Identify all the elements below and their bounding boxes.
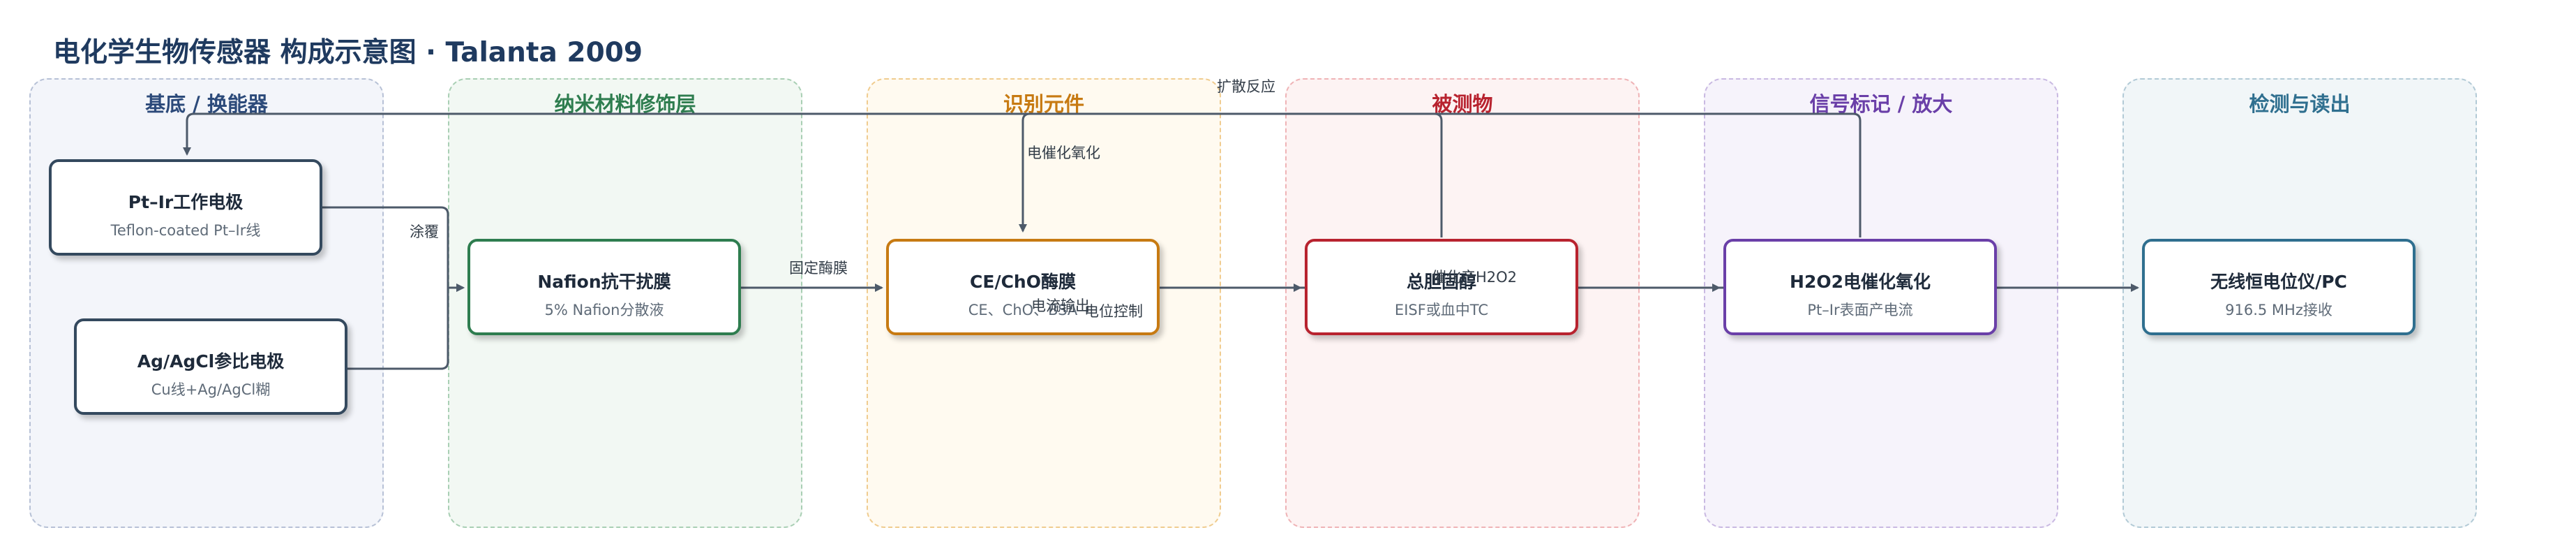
node-title: Ag/AgCl参比电极 — [137, 351, 285, 372]
edge-label-fix-membrane: 固定酶膜 — [789, 260, 848, 277]
node-subtitle: Pt–Ir表面产电流 — [1807, 302, 1913, 318]
node-agcl-reference-electrode[interactable]: Ag/AgCl参比电极 Cu线+Ag/AgCl糊 — [74, 318, 347, 415]
edge-label-diffusion: 扩散反应 — [1217, 78, 1275, 95]
lane-title-nanomaterial: 纳米材料修饰层 — [554, 92, 696, 116]
node-title: 总胆固醇 — [1406, 272, 1476, 292]
edge-label-catalyze-h2o2: 催化产H2O2 — [1432, 269, 1518, 286]
lane-title-readout: 检测与读出 — [2249, 92, 2351, 116]
node-nafion-membrane[interactable]: Nafion抗干扰膜 5% Nafion分散液 — [467, 239, 741, 335]
diagram-title: 电化学生物传感器 构成示意图 · Talanta 2009 — [53, 37, 643, 68]
lane-title-substrate: 基底 / 换能器 — [145, 92, 268, 116]
lane-title-recognition: 识别元件 — [1003, 92, 1084, 116]
edge-h2o2-to-ptir-oxidation — [183, 112, 1862, 237]
node-subtitle: 5% Nafion分散液 — [544, 302, 664, 318]
node-subtitle: Cu线+Ag/AgCl糊 — [151, 381, 271, 398]
node-subtitle: EISF或血中TC — [1394, 302, 1489, 318]
node-pt-ir-working-electrode[interactable]: Pt–Ir工作电极 Teflon-coated Pt–Ir线 — [49, 159, 322, 256]
node-title: CE/ChO酶膜 — [970, 272, 1076, 292]
node-ce-cho-enzyme-membrane[interactable]: CE/ChO酶膜 CE、ChO、BSA — [886, 239, 1160, 335]
edge-label-coat: 涂覆 — [410, 223, 439, 240]
lane-title-signal: 信号标记 / 放大 — [1809, 92, 1953, 116]
node-title: 无线恒电位仪/PC — [2210, 272, 2347, 292]
edge-agcl-to-nafion — [347, 284, 465, 370]
edge-label-potential-control: 电位控制 — [1084, 303, 1143, 320]
node-h2o2-electrocatalytic-oxidation[interactable]: H2O2电催化氧化 Pt–Ir表面产电流 — [1723, 239, 1997, 335]
edge-label-current-out: 电流输出 — [1031, 297, 1090, 314]
node-subtitle: Teflon-coated Pt–Ir线 — [110, 222, 261, 239]
lane-substrate — [29, 78, 384, 528]
lane-title-analyte: 被测物 — [1432, 92, 1493, 116]
node-title: Pt–Ir工作电极 — [128, 192, 244, 212]
node-total-cholesterol[interactable]: 总胆固醇 EISF或血中TC — [1305, 239, 1578, 335]
node-title: H2O2电催化氧化 — [1790, 272, 1931, 292]
node-wireless-potentiostat-pc[interactable]: 无线恒电位仪/PC 916.5 MHz接收 — [2142, 239, 2416, 335]
node-subtitle: CE、ChO、BSA — [968, 302, 1078, 318]
edge-cholesterol-to-ceco-diffusion — [1019, 112, 1443, 237]
edge-label-electrocatalytic: 电催化氧化 — [1027, 145, 1100, 161]
node-subtitle: 916.5 MHz接收 — [2225, 302, 2332, 318]
edge-ptir-to-nafion — [322, 206, 465, 292]
node-title: Nafion抗干扰膜 — [537, 272, 671, 292]
